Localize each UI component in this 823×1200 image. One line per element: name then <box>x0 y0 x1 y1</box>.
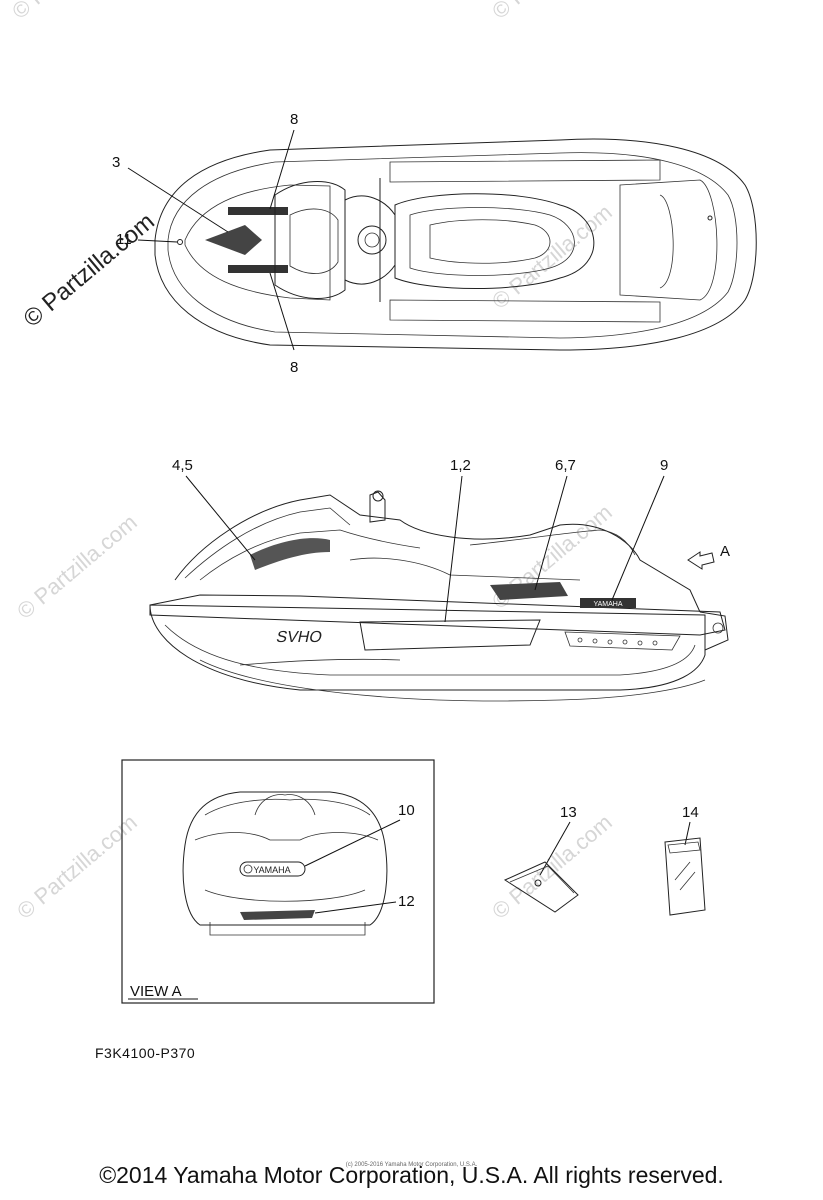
callout-13: 13 <box>560 804 577 821</box>
decal-9 <box>580 598 636 608</box>
decal-67 <box>490 582 568 600</box>
side-view-watercraft: YAMAHA SVHO <box>149 490 729 702</box>
callout-12: 12 <box>398 893 415 910</box>
callout-10: 10 <box>398 802 415 819</box>
view-a-label: VIEW A <box>130 983 182 1000</box>
part-13-pouch: 13 <box>503 804 579 913</box>
watermark-group: © Partzilla.com © Partzilla.com © Partzi… <box>7 0 617 924</box>
callout-1-2: 1,2 <box>450 457 471 474</box>
callout-9: 9 <box>660 457 668 474</box>
decal-10-text: YAMAHA <box>253 865 290 875</box>
footer-small: (c) 2005-2016 Yamaha Motor Corporation, … <box>345 1162 478 1168</box>
copyright-footer: ©2014 Yamaha Motor Corporation, U.S.A. A… <box>99 1162 724 1188</box>
callout-11: 11 <box>116 231 132 248</box>
decal-10-plate <box>239 861 306 877</box>
callout-8-bottom: 8 <box>290 359 298 376</box>
callout-3: 3 <box>112 154 120 171</box>
callout-A: A <box>720 543 730 560</box>
watermark-main: © Partzilla.com <box>19 208 160 333</box>
decal-strip-8-bottom <box>228 265 288 273</box>
decal-svho-text: SVHO <box>275 628 324 646</box>
top-view-callouts: 8 3 11 8 <box>112 111 298 376</box>
top-view-watercraft <box>154 138 757 351</box>
callout-4-5: 4,5 <box>172 457 193 474</box>
part-11-dot <box>177 239 183 245</box>
watermark-ghost: © Partzilla.com <box>487 809 617 923</box>
callout-6-7: 6,7 <box>555 457 576 474</box>
watermark-ghost: © Partzilla.com <box>487 199 617 313</box>
side-view-callouts: 4,5 1,2 6,7 9 A <box>172 457 730 623</box>
callout-8-top: 8 <box>290 111 298 128</box>
watermark-ghost: © Partzilla.com <box>12 509 142 623</box>
decal-12-svho <box>359 619 541 651</box>
callout-14: 14 <box>682 804 699 821</box>
diagram-code: F3K4100-P370 <box>95 1045 196 1061</box>
watermark-ghost: © Partzilla.com <box>487 0 617 24</box>
decal-9-text: YAMAHA <box>593 601 622 608</box>
watermark-ghost: © Partzilla.com <box>7 0 137 24</box>
decal-45 <box>250 538 330 570</box>
decal-12-logo <box>240 910 315 920</box>
view-a-arrow-icon <box>687 551 715 570</box>
decal-strip-8-top <box>228 207 288 215</box>
part-14-sheet: 14 <box>664 804 706 916</box>
decal-3 <box>205 225 262 255</box>
view-a-panel: YAMAHA 10 12 VIEW A <box>121 759 435 1004</box>
